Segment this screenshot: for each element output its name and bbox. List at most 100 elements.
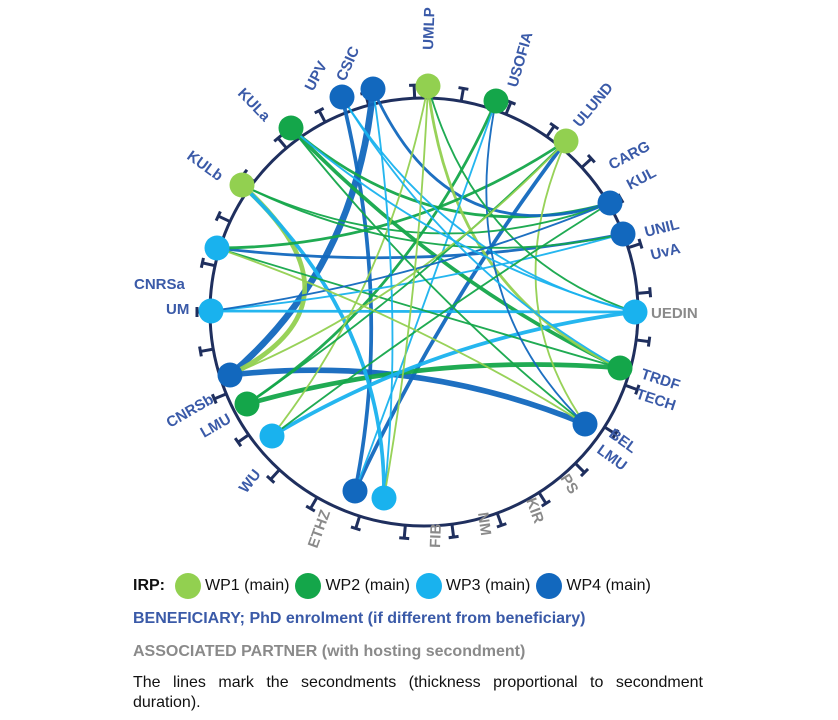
node-bel — [572, 411, 598, 437]
secondment-link-lmu-trdf — [244, 362, 623, 407]
ring-tick-cap — [648, 287, 653, 298]
node-csic — [360, 76, 386, 102]
legend-item-wp3: WP3 (main) — [415, 573, 531, 599]
ring-tick-cap — [314, 107, 325, 115]
irp-nodes — [198, 73, 648, 511]
label-upv: UPV — [302, 59, 331, 94]
node-carg — [597, 190, 623, 216]
label-fib: FIB — [427, 523, 445, 548]
ring-tick — [537, 491, 548, 505]
ring-tick — [624, 383, 638, 392]
ring-tick-cap — [273, 133, 283, 143]
node-lmu — [234, 391, 260, 417]
legend-wp4-label: WP4 (main) — [566, 577, 651, 594]
ring-tick-cap — [540, 499, 551, 508]
secondment-link-ulund-lmu — [246, 140, 567, 405]
secondment-link-ethz_a-ulund — [353, 139, 568, 493]
label-cnrsa: CNRSa — [134, 276, 186, 293]
secondment-link-kulb-carg — [241, 184, 611, 235]
legend-irp-title: IRP: — [133, 577, 165, 594]
ring-tick-cap — [586, 153, 596, 164]
label-uedin: UEDIN — [651, 305, 698, 322]
secondment-link-usofia-bel — [485, 100, 586, 425]
label-ethz: ETHZ — [305, 508, 334, 551]
label-kula: KULa — [234, 85, 274, 125]
node-cnrsa — [204, 235, 230, 261]
secondment-link-csic-carg — [371, 87, 612, 217]
ring-tick-cap — [305, 504, 316, 513]
node-upv — [329, 84, 355, 110]
ring-tick-cap — [198, 346, 203, 357]
node-fib_a — [371, 485, 397, 511]
label-kulb: KULb — [184, 147, 226, 184]
ring-tick — [217, 214, 231, 223]
wp3-dot-icon — [415, 573, 442, 599]
secondment-link-cnrsa-trdf — [216, 247, 621, 369]
node-ethz_a — [342, 478, 368, 504]
ring-tick — [354, 515, 362, 529]
wp4-dot-icon — [536, 573, 563, 599]
secondment-link-bel-ulund — [534, 140, 586, 425]
label-kul-carg: KUL — [624, 164, 659, 193]
ring-tick-cap — [634, 384, 641, 395]
ring-tick-cap — [611, 428, 620, 439]
ring-tick — [459, 88, 465, 102]
legend-associated-partner: ASSOCIATED PARTNER (with hosting secondm… — [133, 643, 526, 660]
node-usofia — [483, 88, 509, 114]
ring-tick — [450, 523, 456, 538]
secondment-link-um-carg — [210, 202, 611, 312]
secondment-link-kula-bel — [290, 127, 586, 425]
ring-tick — [545, 125, 556, 138]
legend-beneficiary: BENEFICIARY; PhD enrolment (if different… — [133, 610, 586, 627]
secondment-link-kulb-unil — [241, 184, 624, 249]
legend-wp1-label: WP1 (main) — [205, 577, 290, 594]
label-wu: WU — [236, 466, 265, 496]
ring-tick — [202, 261, 216, 268]
ring-tick — [200, 347, 214, 353]
ring-tick-cap — [646, 336, 652, 347]
secondment-link-kula-trdf — [289, 126, 622, 370]
ring-tick — [635, 338, 650, 344]
secondment-link-cnrsa-bel — [216, 247, 586, 425]
node-umlp — [415, 73, 441, 99]
secondment-link-fib_a-kulb — [240, 183, 386, 500]
secondment-link-csic-fib_a — [372, 88, 394, 499]
label-usofia: USOFIA — [505, 30, 537, 89]
ring-tick-cap — [265, 474, 276, 484]
secondment-link-cnrsa-ulund — [215, 139, 568, 250]
ring-tick-cap — [637, 238, 644, 249]
ring-tick — [237, 433, 250, 444]
ring-tick-cap — [199, 257, 205, 269]
ring-tick — [276, 137, 288, 150]
secondment-link-kula-uedin — [290, 127, 636, 313]
ring-tick-cap — [214, 210, 222, 222]
ring-tick-cap — [549, 121, 560, 131]
ring-tick — [580, 157, 593, 169]
node-cnrsb — [217, 362, 243, 388]
ring-tick-cap — [448, 534, 459, 540]
ring-tick — [637, 290, 651, 295]
secondment-link-umlp-wu — [271, 85, 429, 437]
secondment-link-umlp-uedin — [427, 85, 636, 313]
label-csic: CSIC — [333, 44, 363, 84]
ring-tick — [269, 468, 281, 481]
node-um — [198, 298, 224, 324]
ring-tick — [627, 242, 641, 250]
secondment-link-cnrsb-ulund — [229, 140, 567, 376]
node-kulb — [229, 172, 255, 198]
ring-tick — [402, 525, 407, 539]
node-wu — [259, 423, 285, 449]
legend-item-wp2: WP2 (main) — [295, 573, 410, 599]
ring-tick-cap — [350, 525, 361, 532]
secondment-link-wu-carg — [271, 202, 611, 437]
legend-item-wp4: WP4 (main) — [536, 573, 651, 599]
ring-tick-cap — [579, 467, 590, 478]
legend-wp3-label: WP3 (main) — [445, 577, 531, 594]
legend-irp: IRP: WP1 (main) WP2 (main) WP3 (main) WP… — [133, 573, 657, 599]
label-uva: UvA — [649, 240, 682, 264]
ring-tick — [213, 392, 227, 401]
label-nm: NM — [474, 511, 494, 536]
ring-tick-cap — [210, 393, 218, 405]
secondment-chord-diagram: UMLP USOFIA ULUND CARG KUL UNIL UvA UEDI… — [134, 7, 698, 551]
label-unil: UNIL — [643, 216, 681, 241]
